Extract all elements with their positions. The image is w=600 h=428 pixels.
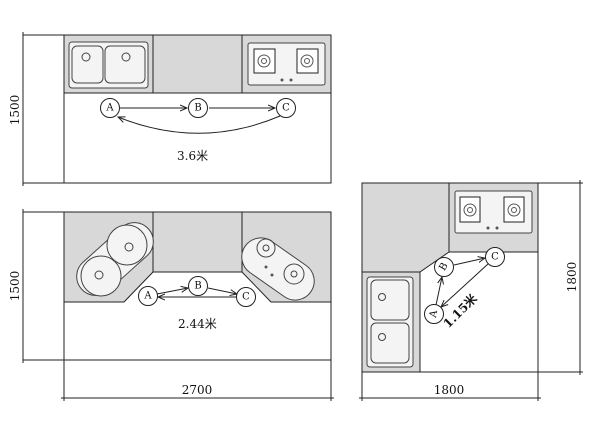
node-c: C [485,247,505,267]
plan-straight-kitchen: A B C 3.6米 1500 [8,32,332,186]
double-sink-icon [366,276,414,368]
distance-label: 1.15米 [440,290,480,330]
svg-text:A: A [143,291,152,302]
round-double-sink-icon [76,222,154,297]
distance-label: 2.44米 [178,317,217,331]
svg-text:B: B [194,281,201,292]
height-dimension: 1800 [565,262,579,293]
distance-label: 3.6米 [177,149,208,163]
node-c: C [276,98,296,118]
gas-stove-icon [241,237,315,301]
double-sink-icon [68,41,149,89]
gas-stove-icon [454,190,533,234]
svg-text:A: A [105,103,114,114]
node-b: B [188,98,208,118]
node-a: A [138,286,158,306]
height-dimension: 1500 [8,95,22,126]
node-b: B [434,257,454,277]
width-dimension: 1800 [434,383,465,397]
svg-text:C: C [282,103,290,114]
svg-text:C: C [491,252,499,263]
node-a: A [100,98,120,118]
svg-text:C: C [242,292,250,303]
svg-text:B: B [437,261,450,273]
plan-l-shaped-kitchen: A B C 1.15米 1800 1800 [359,180,583,401]
node-b: B [188,276,208,296]
svg-text:A: A [428,309,440,320]
height-dimension: 1500 [8,271,22,302]
width-dimension: 2700 [182,383,213,397]
svg-text:B: B [194,103,201,114]
node-c: C [236,287,256,307]
plan-parallel-kitchen: A B C 2.44米 1500 2700 [8,209,334,401]
gas-stove-icon [247,42,326,86]
node-a: A [424,304,444,324]
prep-counter [152,34,243,94]
